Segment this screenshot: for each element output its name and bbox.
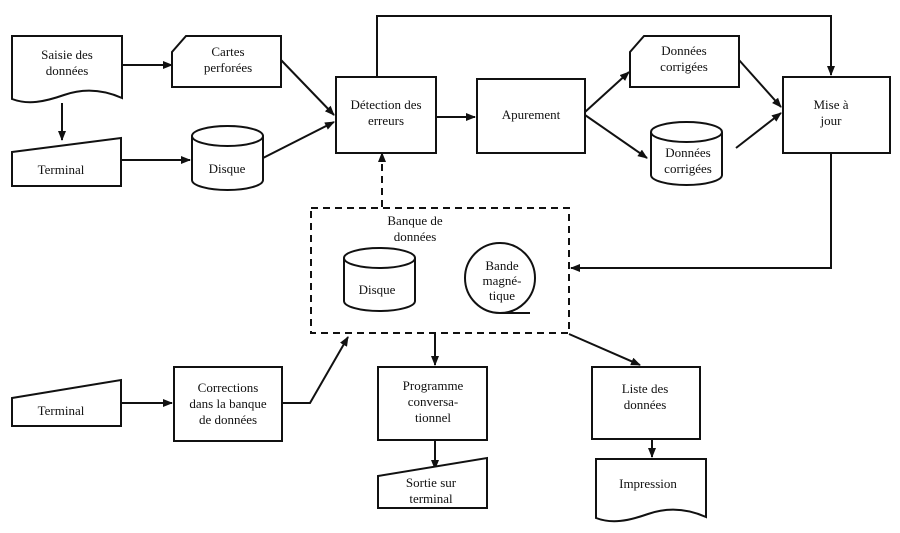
label-line: données	[624, 397, 667, 412]
label-line: Terminal	[38, 403, 85, 418]
label-line: magné-	[483, 273, 522, 288]
label-line: Mise à	[813, 97, 848, 112]
node-apurement: Apurement	[476, 78, 586, 154]
arrow-corrections-to-banque	[282, 336, 349, 404]
label-line: Apurement	[502, 107, 561, 122]
label-impression: Impression	[619, 476, 677, 491]
label-line: jour	[820, 113, 843, 128]
label-line: de données	[199, 412, 257, 427]
arrow-cartes-to-detection	[280, 59, 335, 116]
label-line: Cartes	[211, 44, 244, 59]
label-line: tionnel	[415, 410, 451, 425]
label-terminal-bottom: Terminal	[38, 403, 85, 418]
label-line: Données	[661, 43, 707, 58]
label-line: Liste des	[622, 381, 669, 396]
label-line: Disque	[209, 161, 246, 176]
label-line: tique	[489, 288, 515, 303]
node-terminal-top: Terminal	[11, 136, 122, 187]
label-apurement: Apurement	[502, 107, 561, 122]
arrow-apurement-to-cards	[584, 71, 630, 113]
label-line: dans la banque	[189, 396, 266, 411]
label-line: données	[46, 63, 89, 78]
label-terminal-top: Terminal	[38, 162, 85, 177]
arrow-detection-loop-to-miseajour	[376, 15, 835, 77]
label-line: erreurs	[368, 113, 404, 128]
label-line: Saisie des	[41, 47, 93, 62]
label-line: corrigées	[660, 59, 708, 74]
label-line: Programme	[403, 378, 464, 393]
label-line: conversa-	[408, 394, 459, 409]
label-line: Banque de	[387, 213, 442, 228]
node-disque-top: Disque	[191, 125, 264, 191]
label-line: Disque	[359, 282, 396, 297]
label-line: terminal	[409, 491, 453, 506]
node-disque-banque: Disque	[343, 247, 416, 312]
node-terminal-bottom: Terminal	[11, 378, 122, 427]
label-line: Sortie sur	[406, 475, 457, 490]
connectors	[58, 15, 835, 470]
label-line: corrigées	[664, 161, 712, 176]
label-line: données	[394, 229, 437, 244]
arrow-apurement-to-disk	[584, 114, 648, 159]
label-line: Corrections	[198, 380, 259, 395]
label-line: Détection des	[350, 97, 421, 112]
label-line: Terminal	[38, 162, 85, 177]
label-line: perforées	[204, 60, 252, 75]
arrow-miseajour-to-banque	[570, 153, 832, 272]
node-impression: Impression	[595, 458, 707, 523]
arrow-disk-to-miseajour	[735, 112, 782, 149]
label-line: Impression	[619, 476, 677, 491]
arrow-banque-to-liste	[568, 333, 641, 366]
arrow-disque-to-detection	[262, 121, 335, 159]
label-line: Bande	[485, 258, 518, 273]
arrow-cards-to-miseajour	[738, 59, 782, 108]
label-disque-banque: Disque	[359, 282, 396, 297]
label-disque-top: Disque	[209, 161, 246, 176]
label-line: Données	[665, 145, 711, 160]
